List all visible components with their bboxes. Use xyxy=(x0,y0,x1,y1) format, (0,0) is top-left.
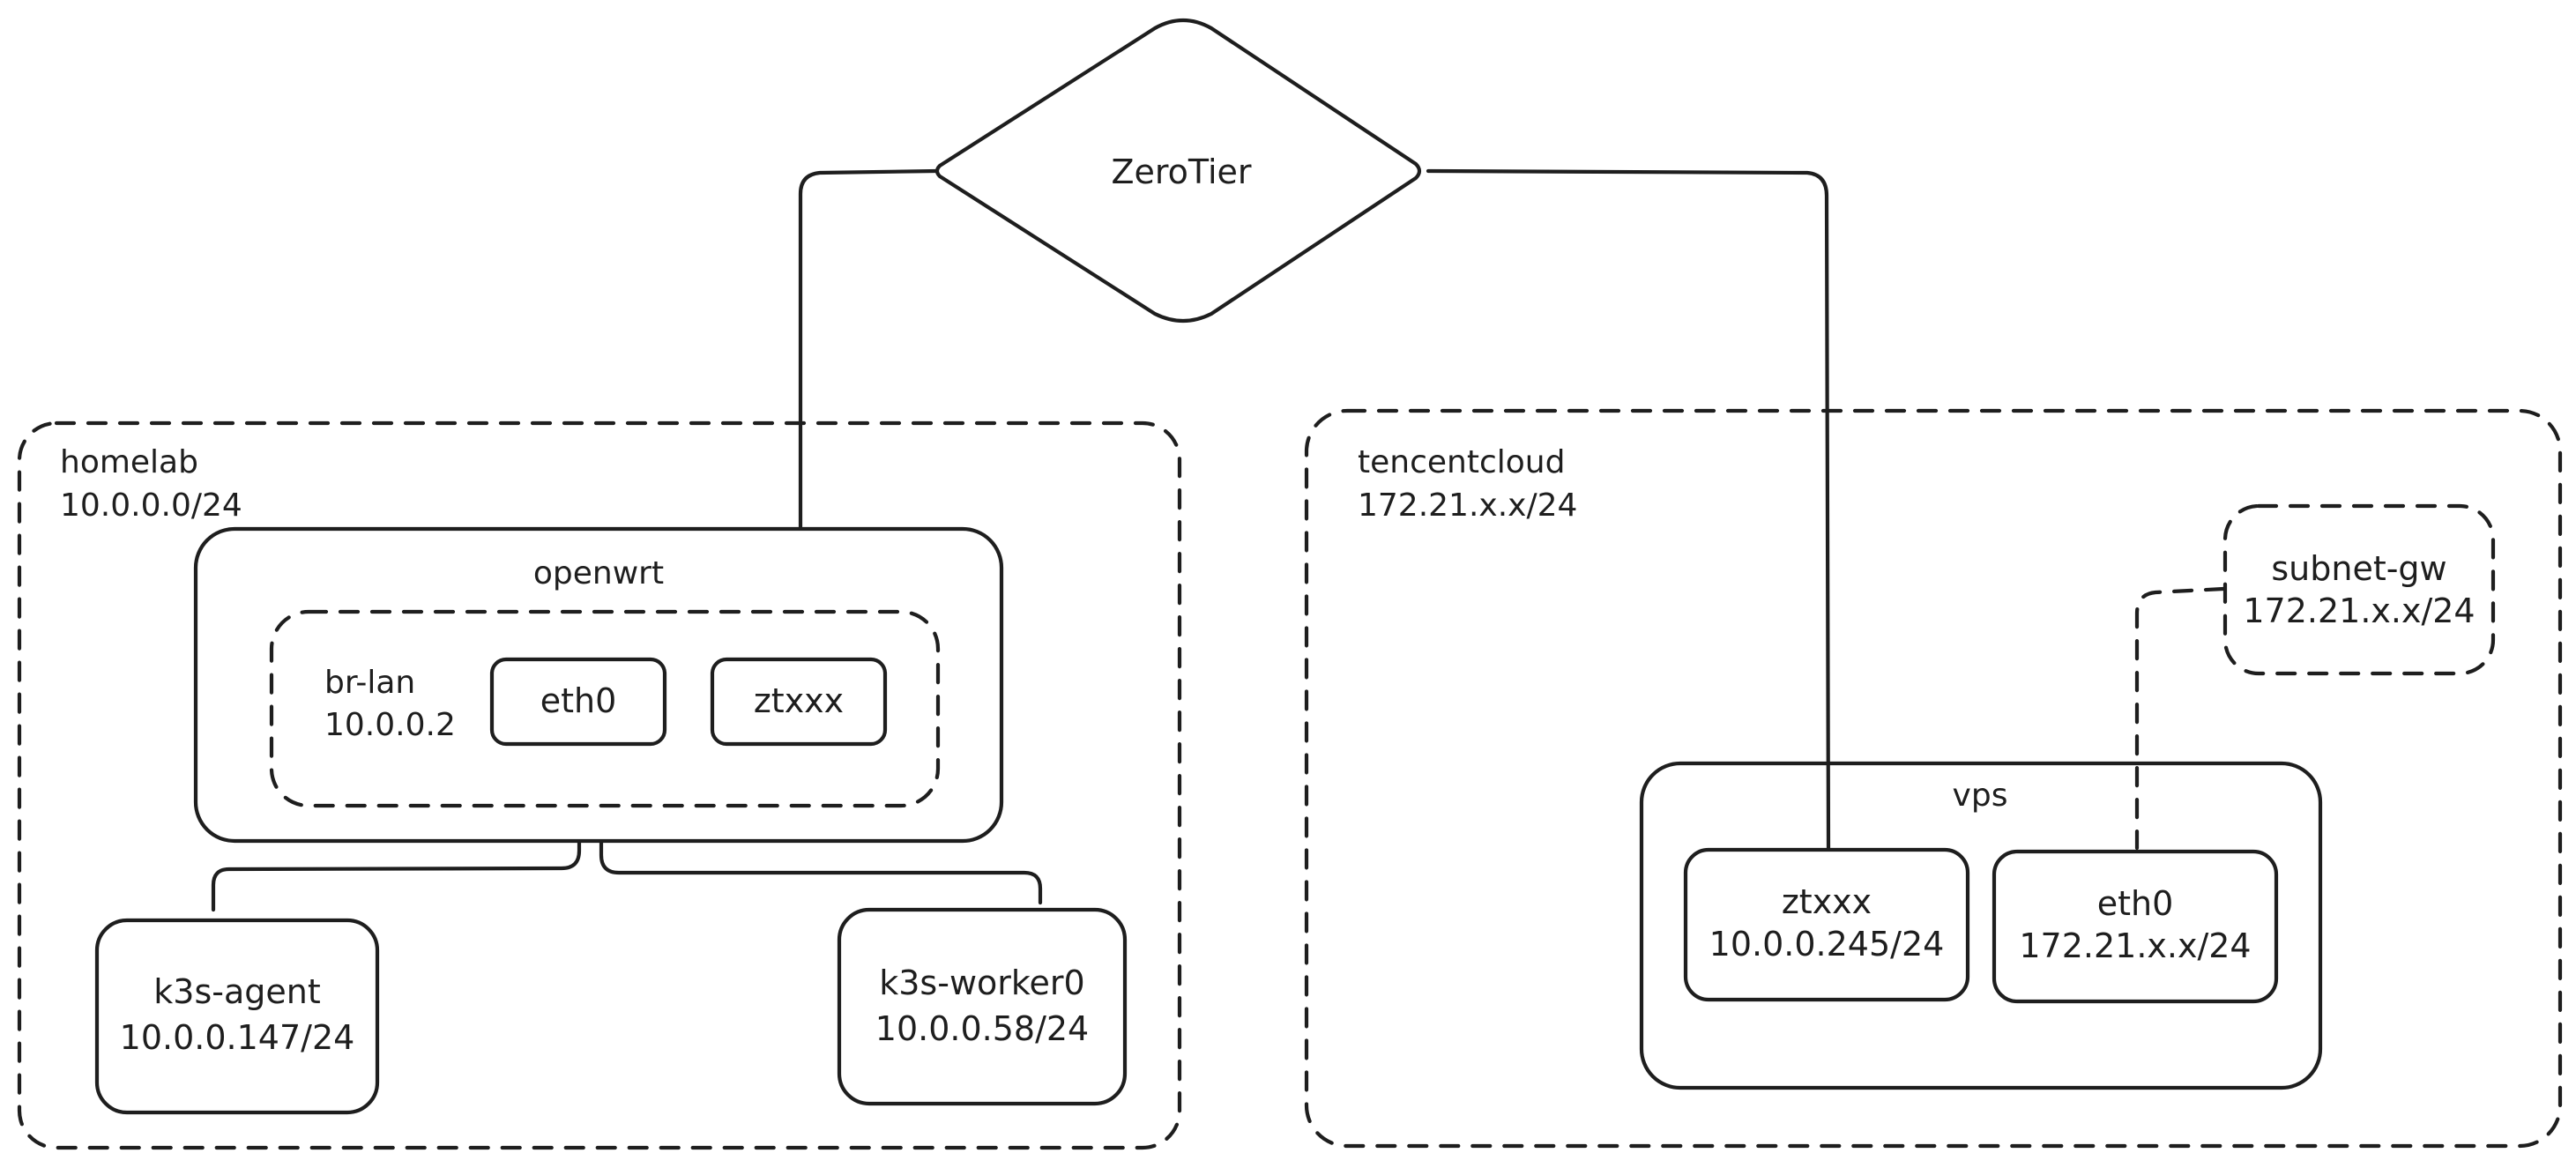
subnet-gw-name: subnet-gw xyxy=(2271,549,2446,588)
br-lan-name: br-lan xyxy=(324,665,415,701)
vps-eth0-name: eth0 xyxy=(2097,884,2174,923)
openwrt-name: openwrt xyxy=(533,555,664,591)
k3s-agent-name: k3s-agent xyxy=(153,972,320,1011)
homelab-group: homelab 10.0.0.0/24 openwrt br-lan 10.0.… xyxy=(17,420,1182,1150)
subnet-gw-ip: 172.21.x.x/24 xyxy=(2243,591,2475,630)
br-lan-ip: 10.0.0.2 xyxy=(324,707,456,743)
zerotier-node: ZeroTier xyxy=(934,19,1422,324)
edge-zerotier-to-homelab-zt xyxy=(798,168,939,666)
homelab-eth0-box xyxy=(489,657,667,747)
vps-zt-box xyxy=(1683,847,1970,1002)
homelab-zt-label: ztxxx xyxy=(754,681,844,720)
vps-name: vps xyxy=(1953,777,2008,814)
zerotier-label: ZeroTier xyxy=(1111,153,1251,191)
tencentcloud-name: tencentcloud xyxy=(1358,444,1565,480)
connectors xyxy=(211,168,2226,912)
k3s-agent-box xyxy=(94,918,380,1115)
homelab-zt-box xyxy=(710,657,888,747)
homelab-boundary xyxy=(17,420,1182,1150)
tencentcloud-group: tencentcloud 172.21.x.x/24 subnet-gw 172… xyxy=(1304,408,2563,1149)
edge-zerotier-to-vps-zt xyxy=(1426,168,1831,851)
edge-subnet-gw-to-vps-eth0 xyxy=(2134,586,2226,851)
k3s-agent-ip: 10.0.0.147/24 xyxy=(120,1018,355,1057)
homelab-eth0-label: eth0 xyxy=(540,681,617,720)
vps-zt-ip: 10.0.0.245/24 xyxy=(1709,925,1945,963)
edge-eth0-to-k3s-agent xyxy=(211,752,582,912)
vps-eth0-ip: 172.21.x.x/24 xyxy=(2019,926,2251,965)
subnet-gw-box xyxy=(2222,503,2496,676)
vps-box xyxy=(1639,761,2323,1090)
homelab-name: homelab xyxy=(60,444,198,480)
vps-eth0-box xyxy=(1992,849,2279,1004)
tencentcloud-subnet: 172.21.x.x/24 xyxy=(1358,487,1577,524)
k3s-worker0-name: k3s-worker0 xyxy=(879,963,1084,1002)
edge-eth0-to-k3s-worker0 xyxy=(599,752,1043,905)
k3s-worker0-ip: 10.0.0.58/24 xyxy=(875,1009,1089,1048)
zerotier-diamond xyxy=(934,19,1422,324)
br-lan-boundary xyxy=(269,609,941,808)
k3s-worker0-box xyxy=(837,907,1128,1106)
homelab-subnet: 10.0.0.0/24 xyxy=(60,487,242,524)
tencentcloud-boundary xyxy=(1304,408,2563,1149)
vps-zt-name: ztxxx xyxy=(1782,882,1872,921)
